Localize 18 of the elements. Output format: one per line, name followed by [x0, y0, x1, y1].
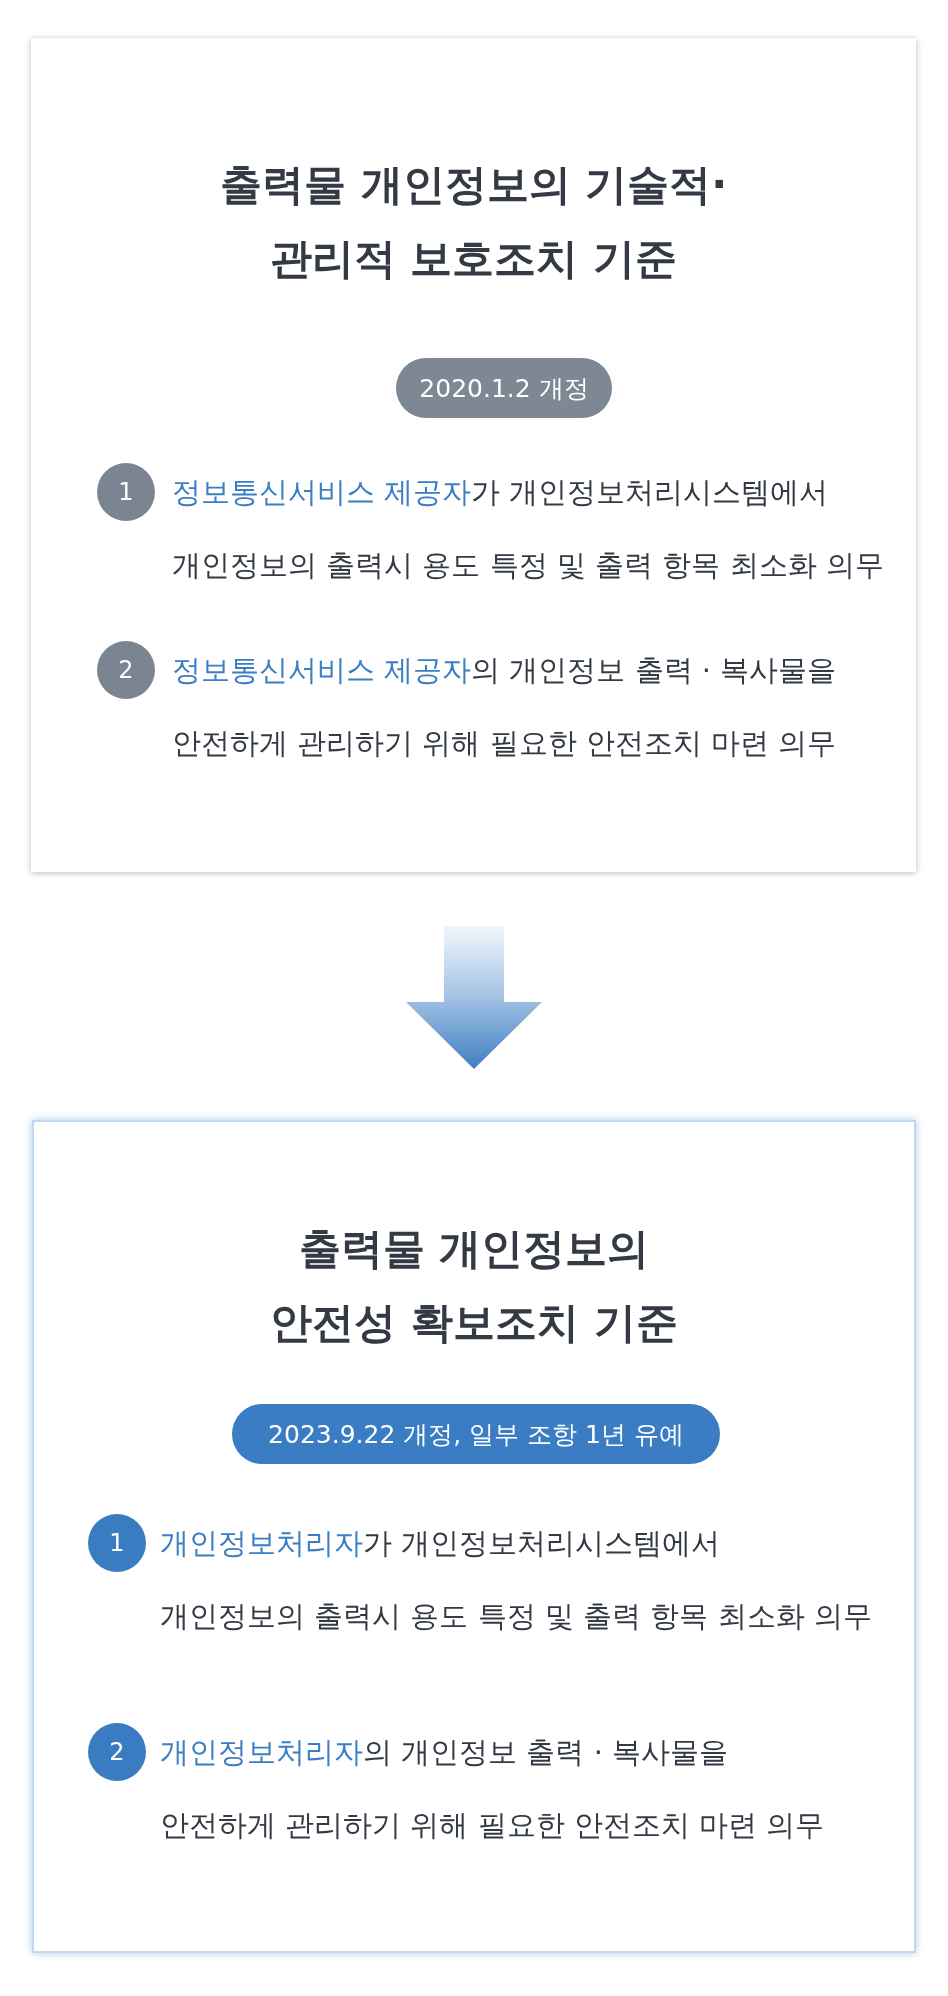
item-text: 정보통신서비스 제공자의 개인정보 출력 · 복사물을 — [172, 652, 837, 689]
number-badge: 1 — [88, 1514, 146, 1572]
item-text: 안전하게 관리하기 위해 필요한 안전조치 마련 의무 — [172, 725, 837, 762]
heading: 출력물 개인정보의 기술적·관리적 보호조치 기준 — [218, 159, 729, 285]
number-badge: 1 — [97, 463, 155, 521]
card-panel — [31, 38, 916, 872]
item-text: 개인정보의 출력시 용도 특정 및 출력 항목 최소화 의무 — [160, 1598, 872, 1635]
date-badge: 2023.9.22 개정, 일부 조항 1년 유예 — [232, 1404, 720, 1464]
number-badge: 2 — [88, 1723, 146, 1781]
number-badge: 2 — [97, 641, 155, 699]
item-text: 안전하게 관리하기 위해 필요한 안전조치 마련 의무 — [160, 1807, 825, 1844]
item-text: 개인정보처리자가 개인정보처리시스템에서 — [160, 1525, 721, 1562]
date-badge: 2020.1.2 개정 — [396, 358, 612, 418]
heading: 출력물 개인정보의 안전성 확보조치 기준 — [269, 1223, 679, 1349]
card-panel — [32, 1120, 916, 1953]
item-text: 개인정보의 출력시 용도 특정 및 출력 항목 최소화 의무 — [172, 547, 884, 584]
item-text: 개인정보처리자의 개인정보 출력 · 복사물을 — [160, 1734, 729, 1771]
item-text: 정보통신서비스 제공자가 개인정보처리시스템에서 — [172, 474, 829, 511]
